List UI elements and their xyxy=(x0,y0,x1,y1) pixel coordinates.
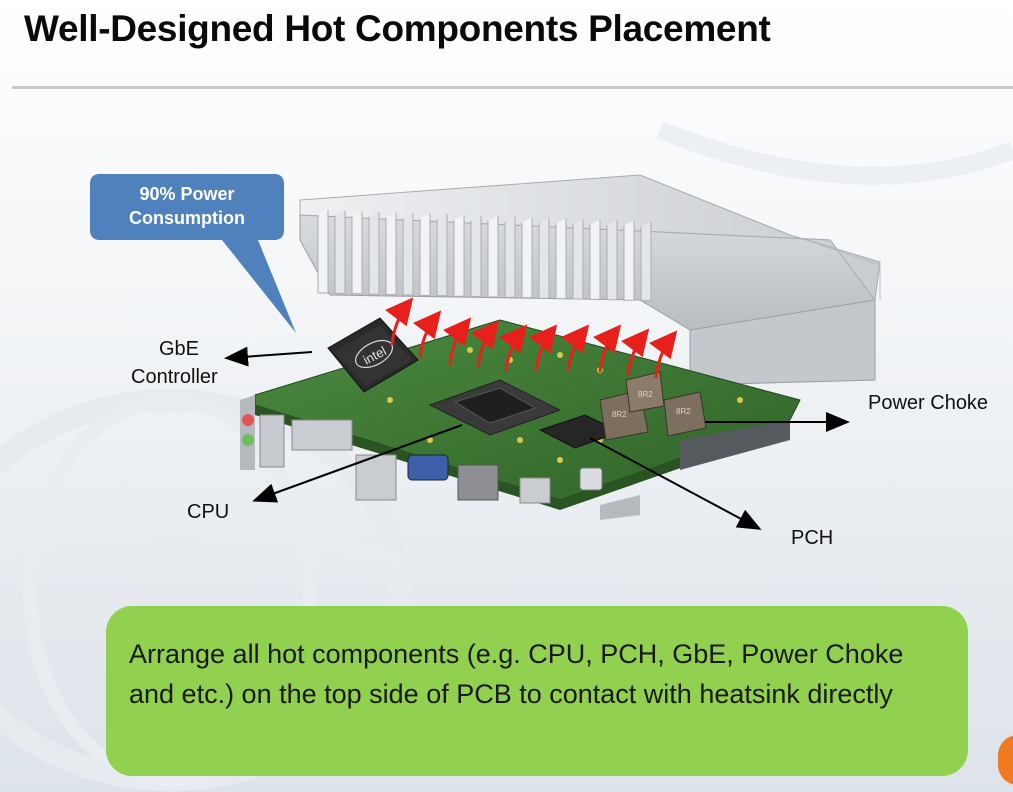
heatsink-fin xyxy=(420,214,430,296)
heatsink-fin xyxy=(607,220,617,300)
heatsink-fin xyxy=(505,217,515,298)
heatsink-fin xyxy=(539,218,549,298)
cpu-label: CPU xyxy=(187,498,229,526)
heatsink-fin xyxy=(318,210,328,293)
choke-marking-3: 8R2 xyxy=(676,407,691,416)
pch-label: PCH xyxy=(791,524,833,552)
heatsink-fin xyxy=(352,211,362,294)
callout-text: 90% Power Consumption xyxy=(92,182,282,230)
heatsink-fin xyxy=(437,214,447,296)
heatsink-fin xyxy=(403,213,413,295)
summary-note-box: Arrange all hot components (e.g. CPU, PC… xyxy=(106,606,968,776)
summary-note-text: Arrange all hot components (e.g. CPU, PC… xyxy=(129,634,929,714)
heatsink-fin xyxy=(471,215,481,296)
heatsink-fin xyxy=(590,220,600,300)
callout-line-2: Consumption xyxy=(92,206,282,230)
heatsink-fin xyxy=(641,221,651,300)
heatsink-fin xyxy=(522,217,532,298)
heatsink-fin xyxy=(454,215,464,296)
power-choke-label: Power Choke xyxy=(868,389,988,417)
heatsink-fin xyxy=(386,212,396,294)
gbe-label-line1: GbE xyxy=(159,335,199,363)
choke-marking-1: 8R2 xyxy=(612,410,627,419)
heatsink-fin xyxy=(335,211,345,294)
heatsink-fin xyxy=(573,219,583,299)
callout-line-1: 90% Power xyxy=(92,182,282,206)
gbe-pointer-arrow xyxy=(228,352,312,358)
heatsink-fin xyxy=(624,221,634,300)
gbe-label-line2: Controller xyxy=(131,363,218,391)
heatsink-fin xyxy=(488,216,498,297)
heatsink-fin xyxy=(369,212,379,294)
choke-marking-2: 8R2 xyxy=(638,390,653,399)
heatsink-fin xyxy=(556,218,566,298)
